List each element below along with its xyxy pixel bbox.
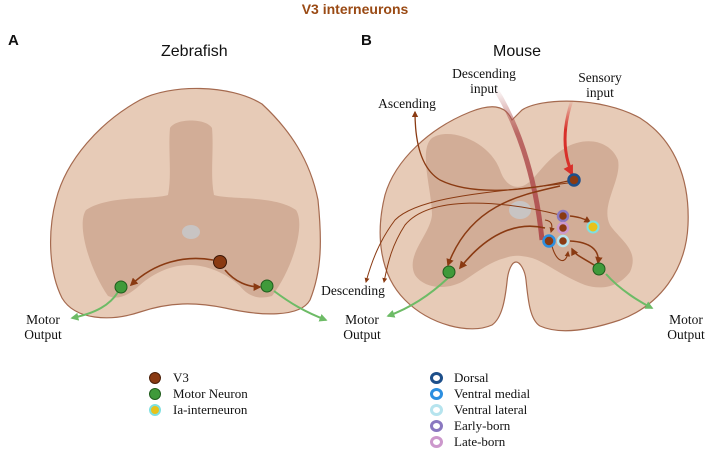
descending-label: Descending [321,283,385,298]
ventral-medial-v3-neuron [542,234,556,248]
late-born-ring-icon [430,436,443,448]
zebrafish-motor-output-right-arrow [273,290,328,322]
mouse-spinal-cord [364,86,689,332]
label-line: Sensory [578,70,622,85]
descending-axon-2 [382,202,561,283]
v3-swatch-icon [149,372,161,384]
legend-label: Ventral lateral [454,402,528,417]
figure-title: V3 interneurons [301,1,409,17]
label-line: Output [24,327,62,342]
label-line: Output [667,327,705,342]
zebrafish-gray-matter [82,120,300,298]
axon-to-left-mn-2 [459,225,546,270]
zebrafish-motor-output-left-label: Motor Output [14,312,72,342]
legend-label: Ia-interneuron [173,402,248,417]
subtype-legend: Dorsal Ventral medial Ventral lateral Ea… [430,370,530,450]
label-line: Motor [26,312,60,327]
legend-label: Early-born [454,418,511,433]
early-born-ring-icon [430,420,443,432]
legend-item-ia-interneuron: Ia-interneuron [149,402,248,418]
legend-item-ventral-medial: Ventral medial [430,386,530,402]
legend-item-early-born: Early-born [430,418,530,434]
mouse-motor-output-right-label: Motor Output [656,312,710,342]
legend-item-ventral-lateral: Ventral lateral [430,402,530,418]
local-loop-axon [551,245,571,262]
early-born-v3-neuron [556,209,570,223]
legend-item-dorsal: Dorsal [430,370,530,386]
axon-to-right-mn [569,240,603,265]
mouse-central-canal [509,201,531,219]
ventral-medial-ring-icon [430,388,443,400]
zebrafish-central-canal [182,225,200,239]
legend-label: Dorsal [454,370,489,385]
legend-item-v3: V3 [149,370,248,386]
zebrafish-motor-neuron-right [260,279,274,293]
legend-label: V3 [173,370,189,385]
descending-input-tract [492,86,545,241]
legend-item-late-born: Late-born [430,434,530,450]
label-line: input [470,81,498,96]
panel-b-letter: B [361,32,372,49]
mn-feedback-axon [571,247,595,266]
ascending-label: Ascending [378,96,436,111]
sensory-input-label: Sensory input [570,70,630,100]
legend-label: Motor Neuron [173,386,248,401]
axon-to-left-mn-1 [446,185,561,267]
descending-input-label: Descending input [434,66,534,96]
legend-label: Late-born [454,434,506,449]
local-axon-small [544,219,555,234]
zebrafish-motor-output-left-arrow [70,291,119,321]
zebrafish-motor-output-right-label: Motor Output [332,312,392,342]
label-line: input [586,85,614,100]
panel-b-title: Mouse [493,43,542,60]
ia-interneuron-swatch-icon [149,404,161,416]
label-line: Output [343,327,381,342]
ia-interneuron [586,220,600,234]
dorsal-v3-neuron [567,173,581,187]
legend-item-motor-neuron: Motor Neuron [149,386,248,402]
zebrafish-v3-axon-left [129,257,214,287]
zebrafish-spinal-cord [50,87,328,322]
sensory-input-tract [563,99,574,176]
mouse-motor-output-left-arrow [386,277,449,318]
mouse-motor-neuron-left [442,265,456,279]
axon-to-ia [569,215,592,223]
zebrafish-motor-neuron-left [114,280,128,294]
descending-axon-1 [364,182,569,283]
mouse-motor-neuron-right [592,262,606,276]
legend-label: Ventral medial [454,386,531,401]
mouse-motor-output-right-arrow [605,273,654,309]
panel-a-letter: A [8,32,19,49]
label-line: Descending [452,66,516,81]
label-line: Motor [345,312,379,327]
motor-neuron-swatch-icon [149,388,161,400]
ventral-lateral-v3-neuron [556,234,570,248]
cell-type-legend: V3 Motor Neuron Ia-interneuron [149,370,248,418]
zebrafish-v3-neuron [213,255,227,269]
zebrafish-v3-axon-right [224,269,262,291]
ventral-lateral-ring-icon [430,404,443,416]
dorsal-ring-icon [430,372,443,384]
panel-a-title: Zebrafish [161,43,228,60]
late-born-v3-neuron [556,221,570,235]
label-line: Motor [669,312,703,327]
